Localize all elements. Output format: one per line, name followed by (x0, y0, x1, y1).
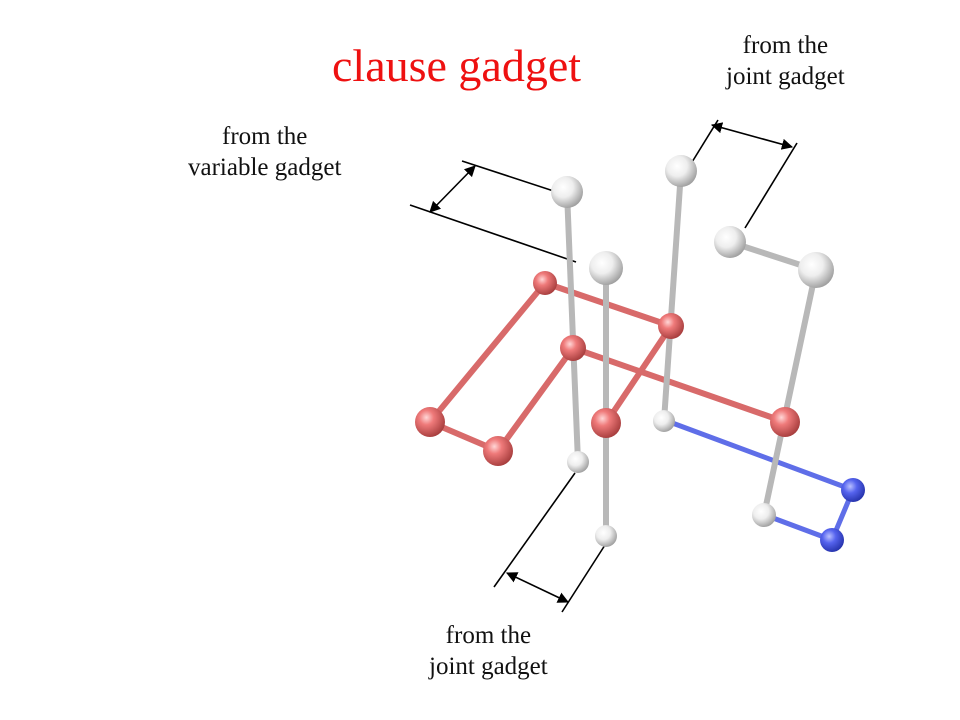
blue-ball (841, 478, 865, 502)
white-ball (798, 252, 834, 288)
white-ball (567, 451, 589, 473)
bracket-rail (688, 119, 719, 168)
red-rod (495, 345, 576, 454)
white-ball (665, 155, 697, 187)
bracket-rail (409, 204, 577, 263)
bracket-rail (744, 142, 798, 229)
label-line: joint gadget (726, 63, 845, 90)
bracket-rail (561, 544, 606, 613)
red-rod (603, 323, 674, 426)
red-ball (591, 408, 621, 438)
balls (415, 155, 865, 552)
bracket-arrow (429, 165, 476, 213)
label-line: joint gadget (429, 653, 548, 680)
white-rod (661, 168, 684, 424)
white-ball (551, 176, 583, 208)
bracket-joint-top (688, 119, 798, 229)
red-ball (415, 407, 445, 437)
label-from-variable-gadget: from the variable gadget (188, 121, 341, 183)
white-ball (589, 251, 623, 285)
white-rod (564, 189, 581, 465)
bracket-arrow (710, 122, 794, 150)
red-rod (427, 280, 548, 425)
bracket-rail (493, 472, 576, 588)
white-ball (752, 503, 776, 527)
label-line: from the (222, 123, 308, 150)
red-ball (560, 335, 586, 361)
bracket-arrow (505, 572, 570, 603)
red-ball (483, 436, 513, 466)
white-ball (714, 226, 746, 258)
bracket-variable (409, 160, 577, 263)
red-ball (770, 407, 800, 437)
diagram-title: clause gadget (332, 40, 582, 91)
label-line: variable gadget (188, 154, 342, 181)
white-rods (564, 168, 819, 539)
label-line: from the (742, 32, 829, 59)
white-ball (595, 525, 617, 547)
red-ball (658, 313, 684, 339)
white-rod (761, 267, 819, 518)
label-from-joint-gadget-top: from the joint gadget (726, 30, 845, 92)
blue-ball (820, 528, 844, 552)
blue-rod (664, 418, 856, 493)
bracket-joint-bottom (493, 472, 606, 613)
red-ball (533, 271, 557, 295)
label-from-joint-gadget-bottom: from the joint gadget (429, 620, 548, 682)
white-ball (653, 410, 675, 432)
label-line: from the (445, 622, 532, 649)
